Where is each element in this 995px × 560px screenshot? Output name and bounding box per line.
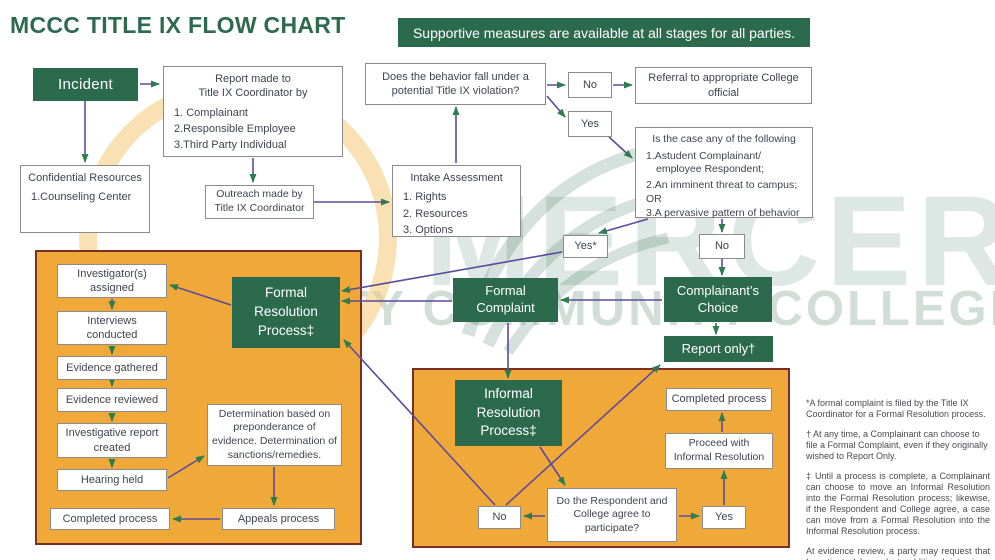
node-case-question: Is the case any of the following 1.Astud…: [635, 127, 813, 220]
node-investigative-report: Investigative report created: [57, 423, 167, 458]
node-no-3: No: [478, 506, 521, 529]
intake-item: 3. Options: [403, 223, 454, 236]
node-evidence-reviewed: Evidence reviewed: [57, 388, 167, 412]
report-item: 3.Third Party Individual: [174, 139, 287, 152]
node-formal-resolution-process: Formal Resolution Process‡: [232, 277, 340, 348]
report-header-line1: Report made to: [215, 73, 291, 85]
node-determination: Determination based on preponderance of …: [207, 404, 342, 466]
case-question-item: 1.Astudent Complainant/: [646, 149, 761, 162]
node-hearing-held: Hearing held: [57, 469, 167, 491]
node-incident: Incident: [33, 68, 138, 101]
footnote-dagger: † At any time, a Complainant can choose …: [806, 428, 988, 461]
page-title: MCCC TITLE IX FLOW CHART: [10, 12, 346, 38]
node-yes-1: Yes: [568, 111, 612, 137]
node-yes-2: Yes: [702, 506, 746, 529]
node-complainants-choice: Complainant’s Choice: [664, 277, 772, 322]
node-completed-process-right: Completed process: [666, 388, 772, 411]
node-respondent-question: Do the Respondent and College agree to p…: [547, 488, 677, 542]
node-informal-resolution-process: Informal Resolution Process‡: [455, 380, 562, 446]
node-report-only: Report only†: [664, 336, 773, 362]
node-behavior-question: Does the behavior fall under a potential…: [365, 63, 546, 105]
node-outreach: Outreach made by Title IX Coordinator: [205, 185, 314, 219]
node-investigators-assigned: Investigator(s) assigned: [57, 264, 167, 298]
node-appeals-process: Appeals process: [222, 508, 335, 530]
footnote-evidence-review: At evidence review, a party may request …: [806, 545, 990, 560]
node-no-1: No: [568, 72, 612, 98]
report-item: 1. Complainant: [174, 106, 248, 119]
node-evidence-gathered: Evidence gathered: [57, 356, 167, 380]
supportive-measures-banner: Supportive measures are available at all…: [398, 18, 810, 47]
footnote-formal-complaint: *A formal complaint is filed by the Titl…: [806, 398, 986, 419]
node-yes-star: Yes*: [563, 235, 608, 258]
intake-item: 2. Resources: [403, 207, 468, 220]
node-proceed-informal: Proceed with Informal Resolution: [665, 433, 773, 469]
node-formal-complaint: Formal Complaint: [453, 278, 558, 322]
node-report: Report made to Title IX Coordinator by 1…: [163, 66, 343, 157]
confidential-header: Confidential Resources: [28, 172, 142, 184]
node-intake: Intake Assessment 1. Rights 2. Resources…: [392, 165, 521, 237]
intake-header: Intake Assessment: [410, 172, 503, 184]
node-referral: Referral to appropriate College official: [635, 67, 812, 104]
intake-item: 1. Rights: [403, 191, 447, 204]
case-question-item: 2.An imminent threat to campus; OR: [646, 178, 798, 205]
confidential-item: 1.Counseling Center: [31, 191, 132, 204]
footnote-double-dagger: ‡ Until a process is complete, a Complai…: [806, 470, 990, 536]
case-question-header: Is the case any of the following: [652, 133, 796, 145]
node-completed-process-left: Completed process: [50, 508, 170, 530]
report-item: 2.Responsible Employee: [174, 122, 296, 135]
node-interviews-conducted: Interviews conducted: [57, 311, 167, 345]
footnotes: *A formal complaint is filed by the Titl…: [806, 398, 990, 560]
report-header-line2: Title IX Coordinator by: [198, 87, 308, 100]
node-confidential: Confidential Resources 1.Counseling Cent…: [20, 165, 150, 233]
node-no-2: No: [699, 234, 745, 259]
case-question-item: employee Respondent;: [656, 163, 764, 176]
case-question-item: 3.A pervasive pattern of behavior: [646, 207, 800, 220]
